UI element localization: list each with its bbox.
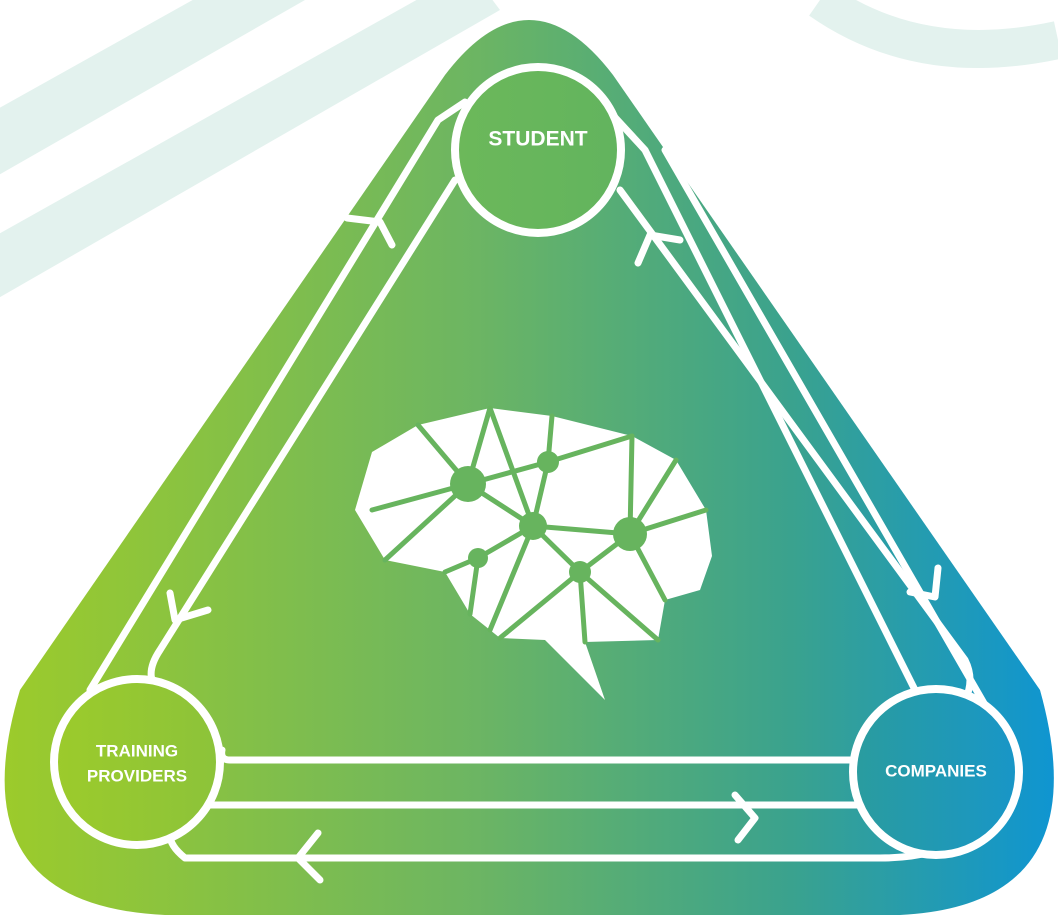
node-training-providers-label-line-2: PROVIDERS <box>87 766 187 785</box>
arrowheads <box>166 214 942 884</box>
brain-network-icon <box>355 405 712 700</box>
node-training-providers-label-line-1: TRAINING <box>96 741 178 760</box>
node-student-label: STUDENT <box>488 128 587 151</box>
brain-node <box>613 517 647 551</box>
brain-silhouette <box>355 408 712 700</box>
node-companies-circle <box>849 685 1023 859</box>
arrow-up-right-icon <box>634 231 684 267</box>
background-arc <box>809 0 1058 68</box>
background-stripe <box>0 0 305 175</box>
brain-node <box>519 512 547 540</box>
arrow-up-left-icon <box>343 214 396 249</box>
node-student-circle <box>451 63 625 237</box>
brain-node <box>468 548 488 568</box>
arrow-left-icon <box>294 829 324 884</box>
arrow-right-icon <box>731 791 759 844</box>
arrow-down-right-icon <box>906 564 942 601</box>
node-companies-label: COMPANIES <box>885 761 987 780</box>
node-student: STUDENT <box>451 63 625 237</box>
node-companies: COMPANIES <box>849 685 1023 859</box>
background-stripe <box>0 0 500 298</box>
brain-node <box>537 451 559 473</box>
node-training-providers: TRAINING PROVIDERS <box>50 675 224 849</box>
background-stripes <box>0 0 1058 298</box>
node-training-providers-circle <box>50 675 224 849</box>
brain-node <box>569 561 591 583</box>
brain-node <box>450 466 486 502</box>
brain-network-nodes <box>450 451 647 583</box>
arrow-down-left-icon <box>166 589 212 624</box>
